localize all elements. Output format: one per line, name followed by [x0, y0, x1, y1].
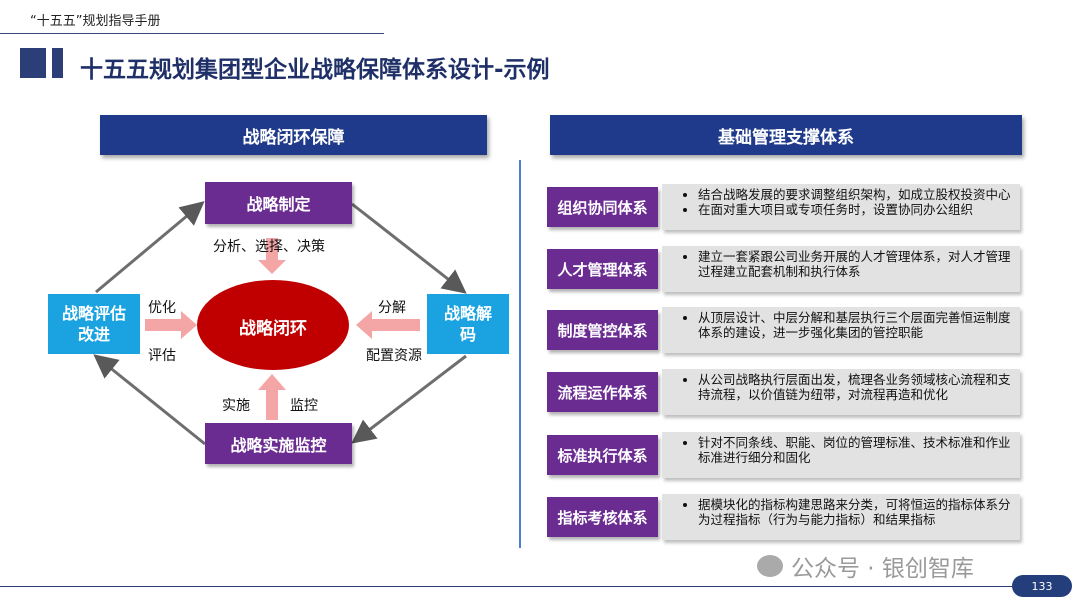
cycle-arrows	[93, 201, 467, 446]
page-number-badge: 133	[1012, 575, 1072, 597]
bullet-list: 从顶层设计、中层分解和基层执行三个层面完善恒运制度体系的建设，进一步强化集团的管…	[672, 310, 1014, 340]
row-description: 从公司战略执行层面出发，梳理各业务领域核心流程和支持流程，以价值链为纽带，对流程…	[662, 369, 1020, 415]
node-strategy-monitoring: 战略实施监控	[205, 423, 352, 464]
row-label: 标准执行体系	[547, 435, 658, 475]
arrow-top-right	[351, 202, 467, 294]
pink-arrow-top	[258, 238, 286, 274]
row-description: 针对不同条线、职能、岗位的管理标准、技术标准和作业标准进行细分和固化	[662, 432, 1020, 478]
row-label: 指标考核体系	[547, 497, 658, 537]
row-description: 建立一套紧跟公司业务开展的人才管理体系，对人才管理过程建立配套机制和执行体系	[662, 246, 1020, 292]
page-title: 十五五规划集团型企业战略保障体系设计-示例	[80, 57, 550, 83]
watermark-text: 公众号 · 银创智库	[791, 556, 974, 582]
bullet-item: 结合战略发展的要求调整组织架构，如成立股权投资中心	[698, 187, 1014, 202]
label-implement: 实施	[222, 398, 250, 414]
bullet-item: 据模块化的指标构建思路来分类，可将恒运的指标体系分为过程指标（行为与能力指标）和…	[698, 497, 1014, 527]
arrow-bottom-left	[93, 354, 206, 446]
node-strategy-evaluation: 战略评估改进	[48, 294, 140, 354]
node-strategy-formulation: 战略制定	[205, 182, 352, 224]
wechat-icon	[757, 555, 783, 577]
bullet-item: 针对不同条线、职能、岗位的管理标准、技术标准和作业标准进行细分和固化	[698, 435, 1014, 465]
arrow-top-left	[95, 201, 205, 294]
watermark: 公众号 · 银创智库	[757, 549, 974, 583]
label-analysis: 分析、选择、决策	[213, 239, 325, 255]
row-description: 从顶层设计、中层分解和基层执行三个层面完善恒运制度体系的建设，进一步强化集团的管…	[662, 307, 1020, 353]
label-evaluate: 评估	[148, 348, 176, 364]
node-strategy-decoding: 战略解码	[427, 294, 509, 354]
bullet-list: 针对不同条线、职能、岗位的管理标准、技术标准和作业标准进行细分和固化	[672, 435, 1014, 465]
bullet-list: 建立一套紧跟公司业务开展的人才管理体系，对人才管理过程建立配套机制和执行体系	[672, 249, 1014, 279]
label-optimize: 优化	[148, 300, 176, 316]
right-section-header: 基础管理支撑体系	[550, 115, 1022, 155]
row-label: 制度管控体系	[547, 310, 658, 350]
bullet-list: 结合战略发展的要求调整组织架构，如成立股权投资中心在面对重大项目或专项任务时，设…	[672, 187, 1014, 217]
center-label: 战略闭环	[239, 319, 307, 339]
header-divider	[0, 33, 384, 34]
bullet-item: 建立一套紧跟公司业务开展的人才管理体系，对人才管理过程建立配套机制和执行体系	[698, 249, 1014, 279]
row-description: 据模块化的指标构建思路来分类，可将恒运的指标体系分为过程指标（行为与能力指标）和…	[662, 494, 1020, 540]
label-allocate: 配置资源	[366, 348, 422, 364]
title-bar-icon	[20, 48, 46, 78]
footer-line	[0, 586, 1015, 587]
title-bar-icon-small	[52, 48, 63, 78]
bullet-list: 从公司战略执行层面出发，梳理各业务领域核心流程和支持流程，以价值链为纽带，对流程…	[672, 372, 1014, 402]
bullet-list: 据模块化的指标构建思路来分类，可将恒运的指标体系分为过程指标（行为与能力指标）和…	[672, 497, 1014, 527]
pink-arrow-left	[145, 311, 197, 339]
center-ellipse	[197, 280, 349, 370]
row-label: 人才管理体系	[547, 249, 658, 289]
bullet-item: 从公司战略执行层面出发，梳理各业务领域核心流程和支持流程，以价值链为纽带，对流程…	[698, 372, 1014, 402]
left-section-header: 战略闭环保障	[100, 115, 487, 155]
bullet-item: 从顶层设计、中层分解和基层执行三个层面完善恒运制度体系的建设，进一步强化集团的管…	[698, 310, 1014, 340]
label-monitor: 监控	[290, 398, 318, 414]
pink-arrow-right	[356, 311, 420, 339]
row-description: 结合战略发展的要求调整组织架构，如成立股权投资中心在面对重大项目或专项任务时，设…	[662, 184, 1020, 230]
arrow-bottom-right	[351, 354, 467, 444]
doc-title: “十五五”规划指导手册	[30, 14, 161, 29]
bullet-item: 在面对重大项目或专项任务时，设置协同办公组织	[698, 202, 1014, 217]
section-divider	[519, 160, 521, 548]
row-label: 组织协同体系	[547, 187, 658, 227]
pink-arrow-bottom	[258, 374, 286, 420]
row-label: 流程运作体系	[547, 372, 658, 412]
label-decompose: 分解	[378, 300, 406, 316]
